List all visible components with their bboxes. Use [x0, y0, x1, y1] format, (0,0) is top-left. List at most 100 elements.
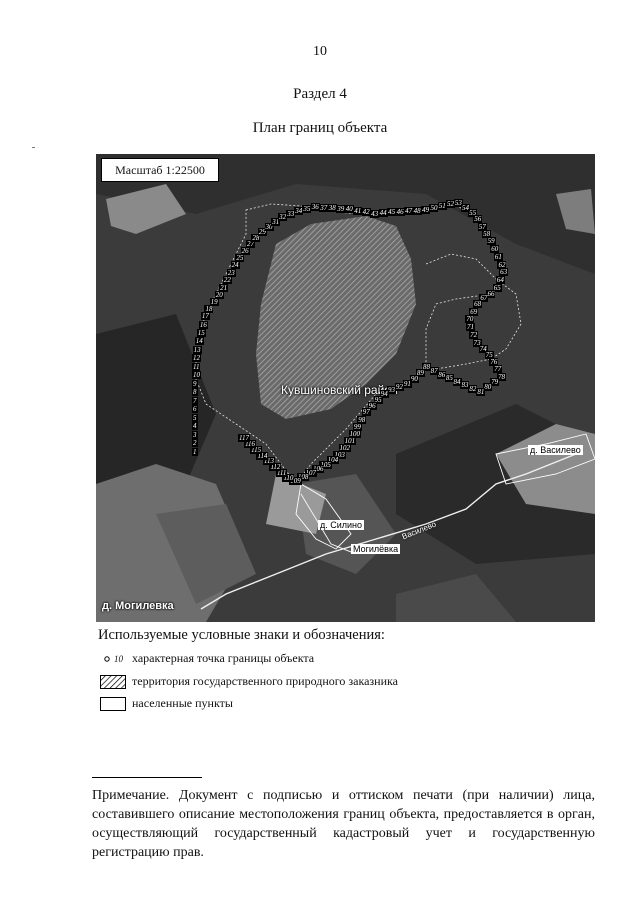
- boundary-point-label: 111: [275, 468, 288, 477]
- boundary-point-label: 59: [486, 237, 496, 246]
- boundary-point-label: 45: [387, 208, 397, 217]
- boundary-point-label: 110: [282, 474, 295, 483]
- boundary-point-label: 58: [482, 230, 492, 239]
- boundary-point-label: 89: [415, 369, 425, 378]
- boundary-point-label: 19: [209, 297, 219, 306]
- boundary-point-label: 60: [490, 245, 500, 254]
- boundary-point-label: 61: [493, 252, 503, 261]
- boundary-point-label: 41: [353, 206, 363, 215]
- boundary-point-label: 40: [344, 205, 354, 214]
- boundary-point-label: 73: [472, 338, 482, 347]
- boundary-point-label: 1: [192, 448, 198, 456]
- boundary-point-label: 67: [479, 294, 489, 303]
- boundary-point-label: 114: [256, 451, 269, 460]
- boundary-point-label: 52: [445, 199, 455, 208]
- map-scale: Масштаб 1:22500: [101, 158, 219, 182]
- boundary-point-label: 21: [219, 283, 229, 292]
- boundary-point-label: 66: [486, 289, 496, 298]
- boundary-point-label: 77: [493, 365, 503, 374]
- boundary-point-label: 29: [257, 228, 267, 237]
- boundary-point-label: 69: [469, 307, 479, 316]
- boundary-point-label: 98: [357, 415, 367, 424]
- boundary-point-label: 14: [194, 337, 204, 346]
- boundary-point-label: 109: [289, 476, 302, 485]
- boundary-point-label: 9: [192, 379, 198, 388]
- boundary-point-label: 10: [192, 371, 201, 380]
- boundary-point-label: 105: [319, 460, 332, 469]
- boundary-point-label: 86: [437, 370, 447, 379]
- boundary-point-label: 84: [452, 378, 462, 387]
- boundary-point-label: 99: [352, 423, 362, 432]
- boundary-point-label: 78: [496, 373, 506, 382]
- boundary-point-label: 34: [294, 207, 304, 216]
- margin-mark: [32, 147, 35, 148]
- boundary-point-label: 87: [429, 366, 439, 375]
- settlement-label-mogilevka-road: Могилёвка: [351, 544, 401, 554]
- boundary-point-label: 27: [246, 240, 256, 249]
- section-title: Раздел 4: [293, 86, 347, 102]
- boundary-point-label: 26: [240, 247, 250, 256]
- hatch-swatch-icon: [100, 674, 126, 689]
- legend-label-settlements: населенные пункты: [132, 696, 233, 710]
- boundary-point-label: 101: [343, 437, 357, 446]
- boundary-point-label: 106: [311, 465, 325, 473]
- boundary-point-label: 37: [319, 203, 329, 212]
- footnote: Примечание. Документ с подписью и оттиск…: [92, 788, 595, 860]
- settlement-label-silino: д. Силино: [318, 520, 365, 530]
- boundary-point-label: 25: [235, 253, 245, 262]
- legend-item-settlements: населенные пункты: [100, 696, 233, 711]
- plan-title: План границ объекта: [252, 120, 388, 136]
- boundary-point-label: 88: [421, 363, 431, 372]
- boundary-point-label: 112: [269, 462, 282, 471]
- boundary-point-label: 3: [192, 430, 198, 439]
- boundary-point-label: 117: [238, 434, 251, 443]
- boundary-point-label: 17: [200, 312, 210, 321]
- boundary-point-label: 13: [192, 345, 202, 354]
- boundary-point-label: 107: [304, 469, 318, 478]
- boundary-point-label: 15: [196, 328, 206, 337]
- boundary-point-label: 23: [226, 268, 236, 277]
- boundary-point-label: 93: [386, 386, 396, 395]
- note-divider: [92, 777, 202, 778]
- legend-item-boundary-point: 10 характерная точка границы объекта: [100, 651, 314, 666]
- boundary-point-label: 39: [336, 204, 346, 213]
- boundary-point-label: 35: [302, 204, 312, 213]
- boundary-point-icon: 10: [100, 652, 126, 666]
- boundary-point-label: 51: [437, 201, 447, 210]
- boundary-point-label: 74: [478, 344, 488, 353]
- boundary-point-label: 48: [412, 206, 422, 215]
- settlement-label-mogilevka: д. Могилевка: [102, 600, 174, 612]
- map-image: [96, 154, 595, 622]
- boundary-point-label: 5: [192, 413, 198, 422]
- boundary-point-label: 47: [404, 207, 414, 216]
- boundary-point-label: 102: [338, 444, 351, 453]
- boundary-point-label: 96: [367, 402, 377, 411]
- boundary-point-label: 50: [429, 204, 439, 212]
- boundary-point-label: 92: [394, 382, 404, 391]
- boundary-point-label: 49: [421, 206, 431, 215]
- boundary-point-label: 75: [484, 350, 494, 359]
- boundary-point-label: 56: [473, 215, 483, 224]
- boundary-point-label: 4: [192, 422, 198, 431]
- boundary-point-label: 54: [461, 204, 471, 213]
- reserve-area: [256, 216, 416, 419]
- settlement-label-vasilevo: д. Василево: [528, 445, 583, 455]
- boundary-point-label: 11: [192, 362, 201, 371]
- boundary-point-label: 108: [296, 473, 310, 482]
- boundary-point-label: 85: [444, 374, 454, 383]
- legend-item-reserve: территория государственного природного з…: [100, 674, 398, 689]
- boundary-point-label: 28: [251, 233, 261, 242]
- boundary-point-label: 24: [230, 260, 240, 269]
- boundary-point-label: 64: [495, 276, 505, 285]
- boundary-point-label: 8: [192, 388, 198, 397]
- boundary-point-label: 20: [214, 291, 224, 300]
- boundary-point-label: 12: [192, 353, 201, 362]
- boundary-point-label: 55: [468, 208, 478, 217]
- boundary-point-label: 62: [497, 260, 507, 269]
- boundary-point-label: 90: [409, 375, 419, 384]
- boundary-map: Масштаб 1:22500 Кувшиновский район д. Ва…: [96, 154, 595, 622]
- boundary-point-label: 115: [250, 446, 263, 455]
- boundary-point-label: 43: [370, 209, 380, 218]
- boundary-point-label: 2: [192, 439, 198, 448]
- boundary-point-label: 18: [204, 304, 214, 313]
